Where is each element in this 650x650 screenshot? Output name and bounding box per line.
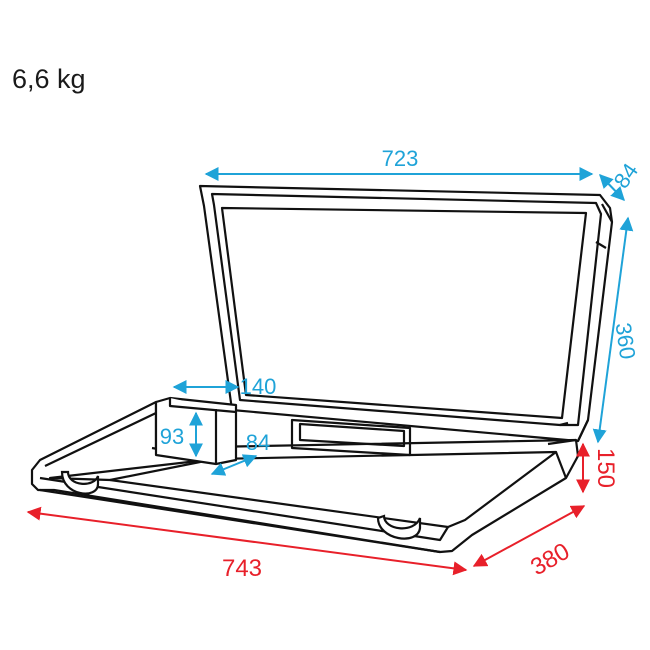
base-height-label: 150 <box>592 448 619 488</box>
compartment-depth-arrow <box>210 454 258 476</box>
weight-label: 6,6 kg <box>12 64 86 94</box>
lid-width-label: 723 <box>382 146 419 171</box>
left-latch-icon <box>60 470 100 495</box>
case-lid <box>198 184 614 443</box>
base-width-arrow <box>26 506 468 576</box>
compartment-width-label: 140 <box>240 374 277 399</box>
lid-panel <box>220 206 588 420</box>
lid-depth-label: 84 <box>609 159 644 193</box>
base-right-corner <box>547 438 577 479</box>
lid-height-arrow <box>592 216 634 444</box>
lid-hinge-block <box>290 418 412 457</box>
base-width-label: 743 <box>222 555 262 582</box>
lid-inner-frame <box>210 192 603 427</box>
lid-dimension-lines <box>172 167 634 476</box>
base-dimension-lines <box>26 442 590 576</box>
lid-height-label: 360 <box>610 321 640 361</box>
compartment-depth-label: 84 <box>246 430 270 455</box>
compartment-height-label: 93 <box>160 424 184 449</box>
base-depth-label: 380 <box>526 538 574 581</box>
base-depth-arrow <box>472 505 586 567</box>
lid-depth-arrow <box>599 173 625 202</box>
